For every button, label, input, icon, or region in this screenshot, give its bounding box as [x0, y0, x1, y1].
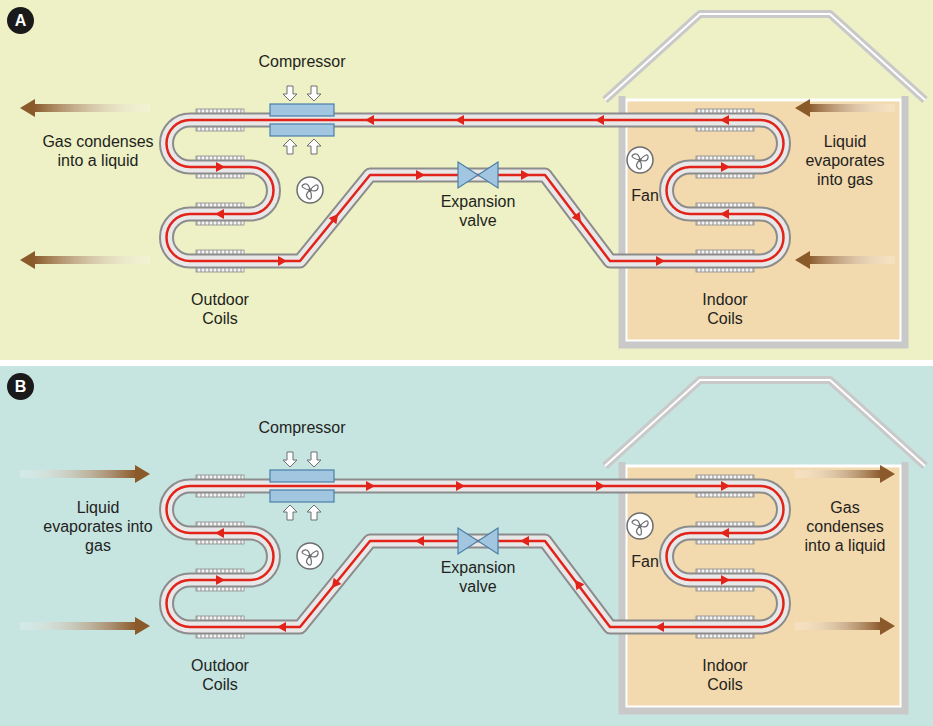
badge-letter: A [15, 12, 27, 30]
flow-arrowhead [596, 481, 605, 491]
compressor [270, 104, 334, 136]
flow-arrowhead [521, 170, 530, 180]
refrigerant-tube [166, 120, 783, 261]
compressor [270, 470, 334, 502]
fan-icon [627, 147, 653, 173]
part-label: Fan [615, 552, 675, 571]
flow-arrowhead [595, 115, 604, 125]
refrigerant-tube [166, 486, 783, 627]
part-label: Indoor Coils [685, 290, 765, 328]
flow-arrowhead [721, 575, 730, 585]
part-label: Compressor [242, 52, 362, 71]
flow-arrowhead [278, 256, 287, 266]
flow-arrowhead [572, 212, 585, 225]
heat-flow-arrow [20, 465, 150, 483]
compression-arrow [283, 505, 297, 520]
part-label: Expansion valve [433, 558, 523, 596]
fan-icon [297, 177, 323, 203]
flow-arrowhead [655, 622, 664, 632]
flow-arrowhead [455, 115, 464, 125]
flow-arrowhead [416, 170, 425, 180]
flow-arrowhead [720, 209, 729, 219]
expansion-valve [458, 528, 498, 554]
flow-arrowhead [721, 481, 730, 491]
expansion-valve [458, 162, 498, 188]
flow-arrowhead [216, 162, 225, 172]
flow-arrowhead [456, 481, 465, 491]
heat-flow-arrow [795, 99, 895, 117]
compression-arrow [307, 452, 321, 467]
panel [0, 0, 933, 360]
flow-arrowhead [329, 211, 342, 224]
flow-arrowhead [520, 536, 529, 546]
flow-line [166, 486, 783, 627]
heat-flow-arrow [20, 251, 150, 269]
flow-arrowhead [656, 256, 665, 266]
flow-arrowhead [215, 209, 224, 219]
compression-arrow [283, 86, 297, 101]
flow-arrowhead [216, 575, 225, 585]
process-label: Liquid evaporates into gas [795, 132, 895, 189]
part-label: Outdoor Coils [180, 290, 260, 328]
process-label: Gas condenses into a liquid [795, 498, 895, 555]
flow-arrowhead [366, 481, 375, 491]
flow-arrowhead [277, 622, 286, 632]
flow-arrowhead [328, 578, 341, 591]
compression-arrow [307, 86, 321, 101]
panel-badge: A [7, 7, 34, 34]
process-label: Gas condenses into a liquid [42, 132, 154, 170]
heat-flow-arrow [795, 617, 895, 635]
flow-arrowhead [415, 536, 424, 546]
refrigerant-tube [166, 120, 783, 261]
heat-flow-arrow [795, 465, 895, 483]
fan-icon [627, 513, 653, 539]
part-label: Expansion valve [433, 192, 523, 230]
compression-arrow [283, 452, 297, 467]
panel-background [0, 366, 933, 726]
process-label: Liquid evaporates into gas [42, 498, 154, 555]
heat-flow-arrow [795, 251, 895, 269]
heat-flow-arrow [20, 99, 150, 117]
panel-badge: B [7, 373, 34, 400]
flow-line [166, 120, 783, 261]
compression-arrow [307, 505, 321, 520]
flow-arrowhead [720, 528, 729, 538]
part-label: Indoor Coils [685, 656, 765, 694]
flow-arrowhead [365, 115, 374, 125]
panel-background [0, 0, 933, 360]
flow-arrowhead [215, 528, 224, 538]
flow-arrowhead [571, 577, 584, 590]
flow-arrowhead [721, 162, 730, 172]
part-label: Outdoor Coils [180, 656, 260, 694]
part-label: Fan [615, 186, 675, 205]
compression-arrow [307, 139, 321, 154]
badge-letter: B [15, 378, 27, 396]
flow-arrowhead [720, 115, 729, 125]
refrigerant-tube [166, 486, 783, 627]
house [605, 14, 925, 345]
panel [0, 366, 933, 726]
part-label: Compressor [242, 418, 362, 437]
heat-flow-arrow [20, 617, 150, 635]
compression-arrow [283, 139, 297, 154]
fan-icon [297, 543, 323, 569]
house [605, 380, 925, 711]
